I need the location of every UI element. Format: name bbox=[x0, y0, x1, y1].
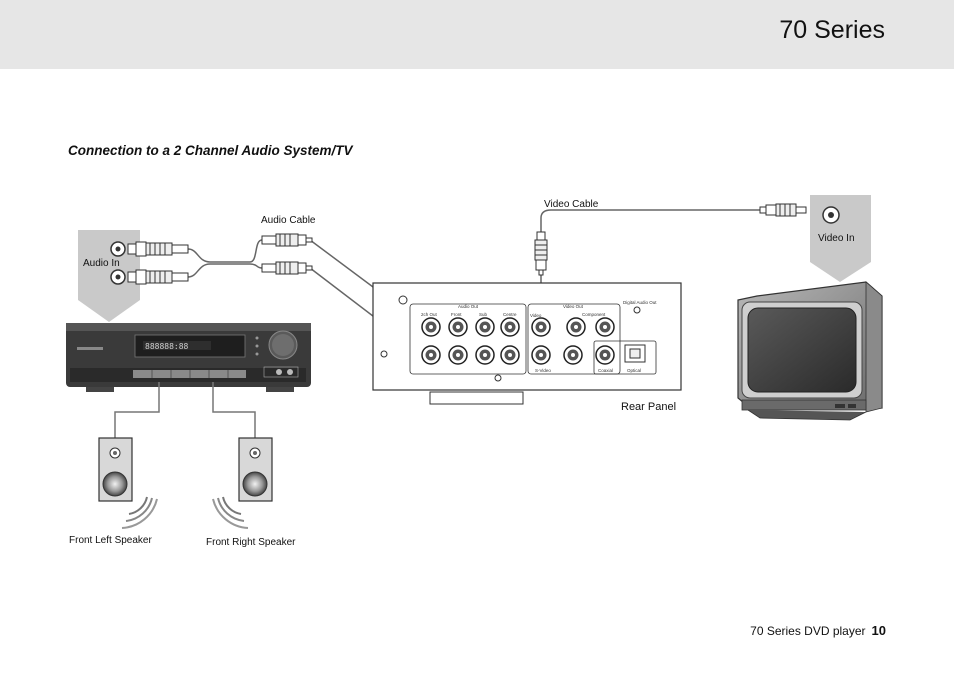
audio-cable-plugs-left bbox=[127, 241, 189, 285]
audio-cable-label: Audio Cable bbox=[261, 215, 316, 226]
panel-sub-label: Sub bbox=[479, 312, 488, 317]
panel-audio-out-label: Audio Out bbox=[458, 304, 479, 309]
panel-centre-label: Centre bbox=[503, 312, 517, 317]
panel-optical-label: Optical bbox=[627, 368, 641, 373]
video-cable-label: Video Cable bbox=[544, 199, 599, 210]
speaker-wires bbox=[114, 382, 256, 438]
video-in-callout: Video In bbox=[810, 195, 871, 282]
panel-component-label: Component bbox=[582, 312, 606, 317]
page-footer: 70 Series DVD player 10 bbox=[750, 623, 886, 638]
page-title: 70 Series bbox=[779, 16, 885, 44]
panel-2ch-out-label: 2ch Out bbox=[421, 312, 438, 317]
panel-jacks-row-2 bbox=[421, 345, 615, 365]
page-number: 10 bbox=[871, 623, 886, 638]
section-title: Connection to a 2 Channel Audio System/T… bbox=[68, 143, 353, 158]
panel-svideo-label: S-Video bbox=[535, 368, 551, 373]
television bbox=[737, 281, 883, 421]
front-right-speaker-label: Front Right Speaker bbox=[206, 537, 296, 548]
dvd-rear-panel: Audio Out 2ch Out Front Sub Centre Video… bbox=[372, 282, 682, 405]
audio-in-label: Audio In bbox=[83, 258, 120, 269]
panel-video-out-label: Video Out bbox=[563, 304, 584, 309]
video-cable-plugs bbox=[534, 203, 807, 276]
footer-doc-name: 70 Series DVD player bbox=[750, 624, 866, 638]
rear-panel-label: Rear Panel bbox=[621, 401, 676, 413]
panel-digital-audio-out-label: Digital Audio Out bbox=[623, 300, 657, 305]
panel-jacks-row-1 bbox=[421, 317, 615, 337]
audio-cable-plugs-right bbox=[261, 233, 313, 275]
front-left-speaker bbox=[98, 437, 158, 529]
audio-in-callout: Audio In bbox=[78, 230, 140, 322]
front-right-speaker bbox=[212, 437, 273, 529]
video-in-label: Video In bbox=[818, 233, 855, 244]
panel-coaxial-label: Coaxial bbox=[598, 368, 613, 373]
panel-front-label: Front bbox=[451, 312, 462, 317]
panel-video-label: Video bbox=[530, 313, 542, 318]
front-left-speaker-label: Front Left Speaker bbox=[69, 535, 152, 546]
svg-text:888888:88: 888888:88 bbox=[145, 342, 189, 351]
header-band bbox=[0, 0, 954, 69]
amplifier: 888888:88 bbox=[66, 323, 311, 392]
